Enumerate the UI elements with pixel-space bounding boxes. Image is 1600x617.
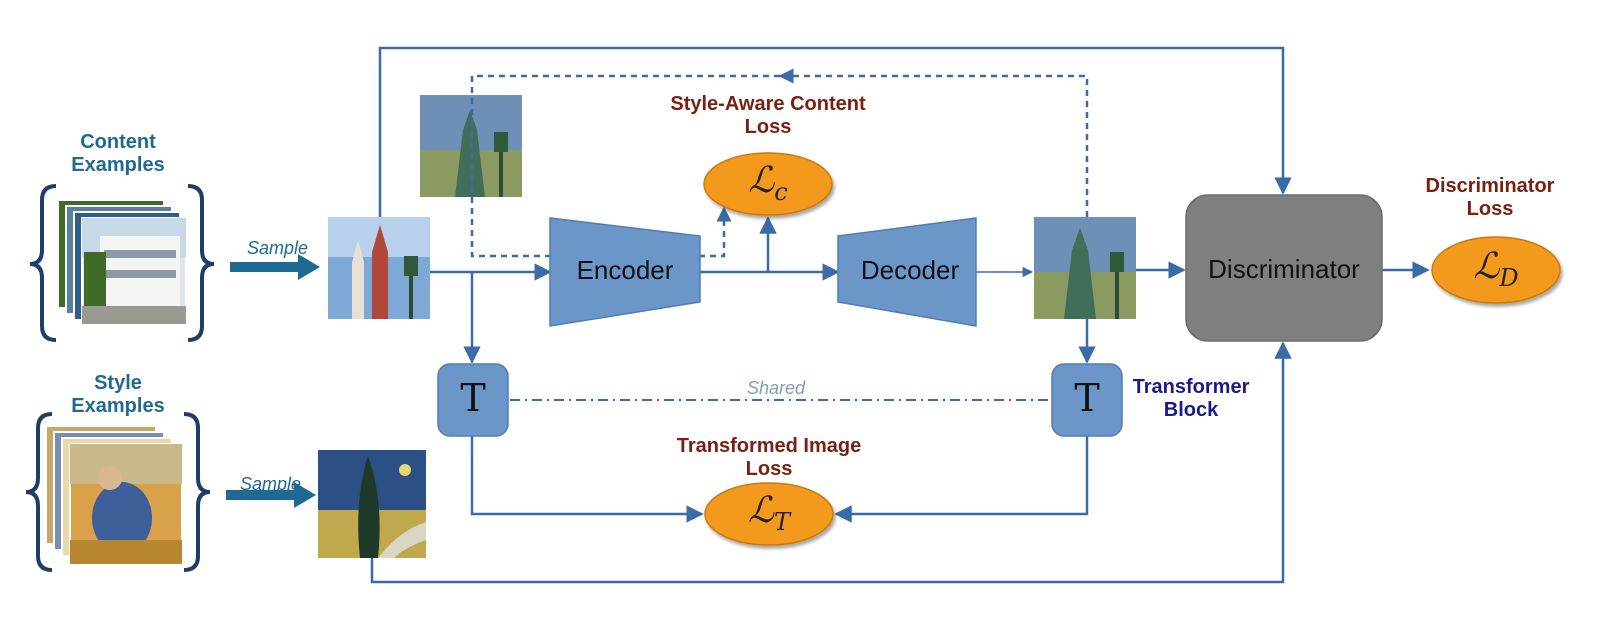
content-examples-label: Content Examples: [71, 131, 165, 176]
style-examples-stack: [45, 425, 183, 565]
style-brace-left: [25, 412, 53, 572]
transformer-block-label: Transformer Block: [1132, 376, 1250, 421]
discriminator-loss-label: Discriminator Loss: [1425, 175, 1555, 220]
content-brace-right: [187, 184, 215, 342]
dashed-feedback-loop: [778, 68, 1089, 217]
loop-to-discriminator-bottom: [370, 341, 1292, 584]
content-brace-left: [29, 184, 57, 342]
content-loss-symbol: ℒc: [748, 160, 788, 207]
t-right-block: [1051, 363, 1123, 437]
t-left-label: T: [460, 376, 486, 420]
t-right-label: T: [1074, 376, 1100, 420]
sample-label-top: Sample: [247, 238, 309, 258]
decoded-output-image: [1034, 217, 1136, 319]
decoder-label: Decoder: [860, 255, 960, 285]
dashed-to-content-loss: [470, 76, 732, 258]
transformed-loss-symbol: ℒT: [748, 490, 790, 537]
style-aware-loss-label: Style-Aware Content Loss: [670, 93, 866, 138]
shared-label: Shared: [747, 378, 806, 398]
t-left-block: [437, 363, 509, 437]
encoder-label: Encoder: [576, 255, 674, 285]
decoder-block: [837, 217, 977, 327]
flow-t-left-to-loss: [470, 436, 704, 523]
flow-t-right-to-loss: [834, 436, 1089, 523]
sample-arrow-top: [230, 254, 320, 280]
encoder-block: [549, 217, 701, 327]
content-loss-ellipse: [703, 152, 833, 216]
content-sample-image: [328, 217, 430, 319]
style-brace-right: [183, 412, 211, 572]
style-examples-label: Style Examples: [71, 372, 165, 417]
sample-label-bottom: Sample: [240, 474, 302, 494]
transformed-loss-label: Transformed Image Loss: [676, 435, 862, 480]
discriminator-block: [1185, 194, 1383, 342]
loop-to-discriminator-top: [378, 46, 1292, 217]
content-examples-stack: [57, 199, 187, 325]
sample-arrow-bottom: [226, 482, 316, 508]
discriminator-label: Discriminator: [1208, 254, 1360, 284]
discriminator-loss-symbol: ℒD: [1473, 246, 1519, 293]
transformed-loss-ellipse: [704, 482, 834, 546]
style-sample-image: [318, 450, 426, 558]
discriminator-loss-ellipse: [1431, 236, 1561, 304]
